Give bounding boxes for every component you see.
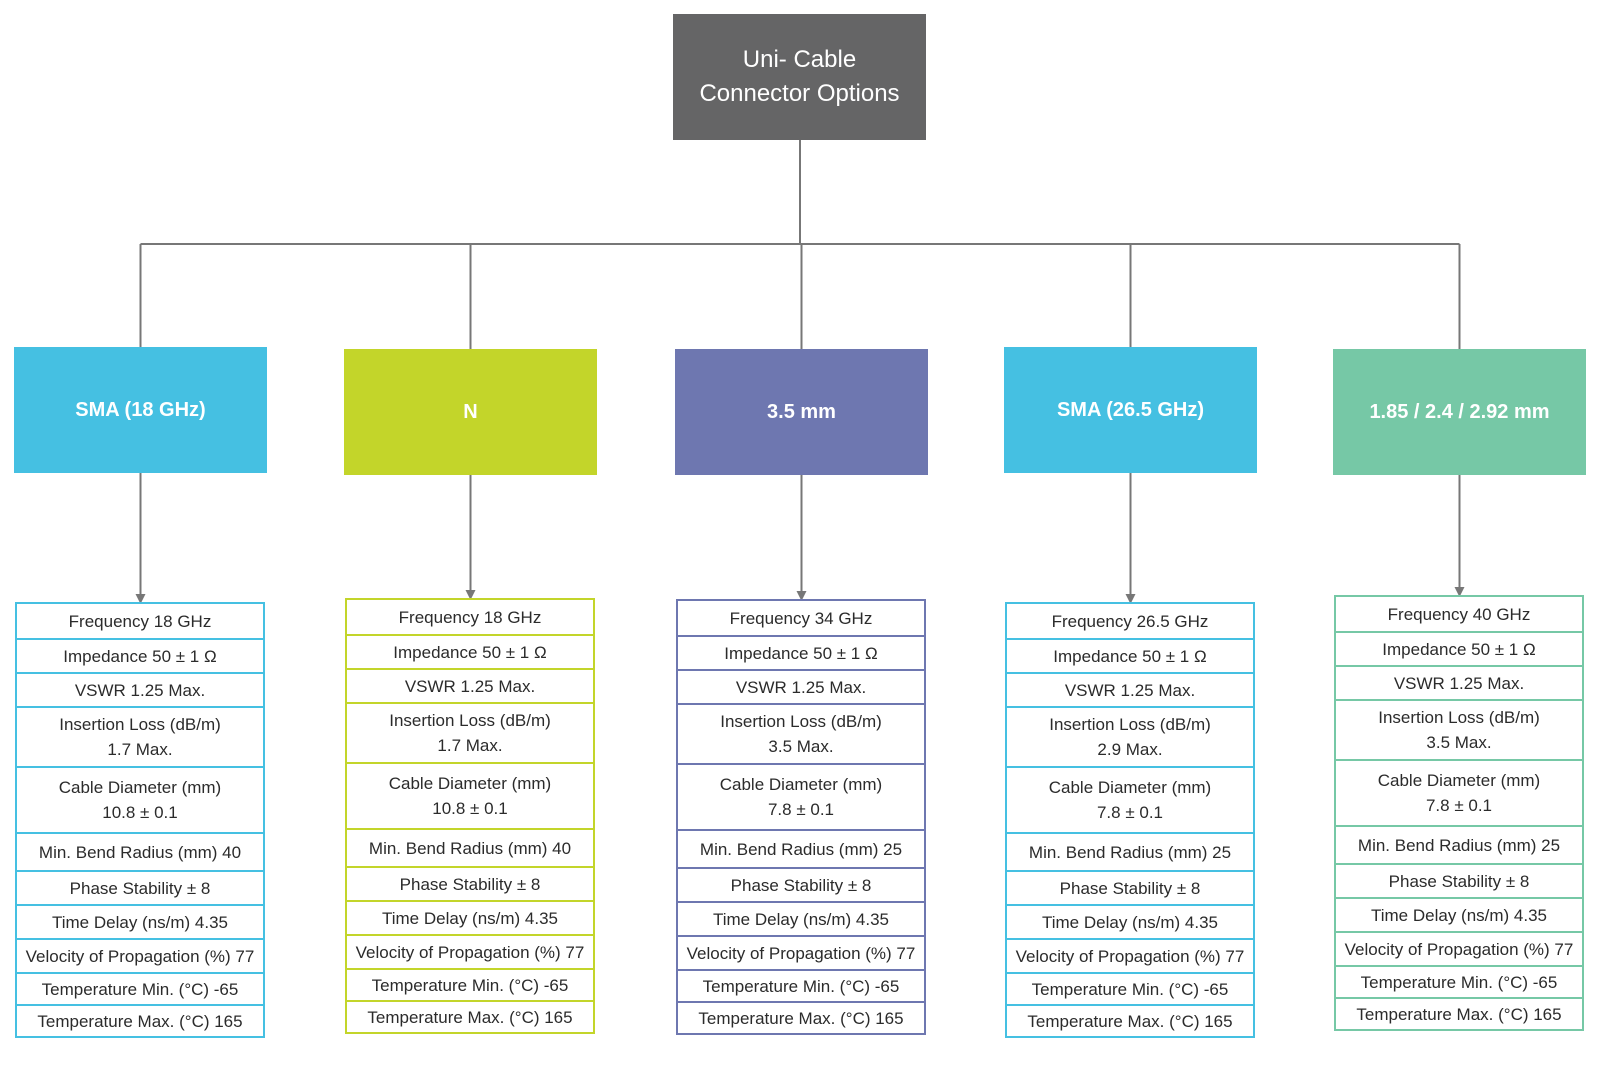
spec-row: VSWR 1.25 Max. [1007,672,1253,706]
spec-row: Impedance 50 ± 1 Ω [17,638,263,672]
spec-row: Cable Diameter (mm) 7.8 ± 0.1 [1336,759,1582,825]
spec-row: Frequency 40 GHz [1387,604,1531,624]
spec-row: Phase Stability ± 8 [347,866,593,900]
spec-row: Velocity of Propagation (%) 77 [347,934,593,968]
connector-label: SMA (18 GHz) [75,398,206,421]
spec-row: Temperature Max. (°C) 165 [1336,997,1582,1029]
connector-node-5: 1.85 / 2.4 / 2.92 mm [1333,349,1586,475]
root-title: Uni- Cable Connector Options [699,46,900,107]
spec-row: Time Delay (ns/m) 4.35 [17,904,263,938]
spec-row: Min. Bend Radius (mm) 25 [1336,825,1582,863]
connector-label: SMA (26.5 GHz) [1056,398,1205,421]
connector-node-2: N [344,349,597,475]
spec-row: Insertion Loss (dB/m) 3.5 Max. [678,703,924,763]
spec-row: Time Delay (ns/m) 4.35 [1007,904,1253,938]
root-node: Uni- Cable Connector Options [673,14,926,140]
spec-row: VSWR 1.25 Max. [1336,665,1582,699]
spec-row: Frequency 34 GHz [729,608,873,628]
spec-row: Impedance 50 ± 1 Ω [1007,638,1253,672]
spec-row: Phase Stability ± 8 [678,867,924,901]
spec-row: Temperature Min. (°C) -65 [678,969,924,1001]
spec-row: Cable Diameter (mm) 7.8 ± 0.1 [1007,766,1253,832]
spec-row: Temperature Max. (°C) 165 [1007,1004,1253,1036]
spec-row: Frequency 18 GHz [68,611,212,631]
connector-label: N [463,400,478,423]
spec-row: Insertion Loss (dB/m) 1.7 Max. [347,702,593,762]
spec-row: Phase Stability ± 8 [1336,863,1582,897]
spec-row: VSWR 1.25 Max. [17,672,263,706]
spec-row: Insertion Loss (dB/m) 2.9 Max. [1007,706,1253,766]
spec-row: VSWR 1.25 Max. [347,668,593,702]
spec-row: Velocity of Propagation (%) 77 [17,938,263,972]
spec-row: Min. Bend Radius (mm) 40 [347,828,593,866]
spec-row: Temperature Min. (°C) -65 [347,968,593,1000]
spec-row: Temperature Min. (°C) -65 [17,972,263,1004]
spec-row: Min. Bend Radius (mm) 25 [1007,832,1253,870]
spec-row: Frequency 18 GHz [398,607,542,627]
spec-row: Time Delay (ns/m) 4.35 [347,900,593,934]
spec-row: Cable Diameter (mm) 10.8 ± 0.1 [347,762,593,828]
spec-row: Min. Bend Radius (mm) 25 [678,829,924,867]
spec-row: Velocity of Propagation (%) 77 [1336,931,1582,965]
connector-node-3: 3.5 mm [675,349,928,475]
spec-row: Cable Diameter (mm) 7.8 ± 0.1 [678,763,924,829]
connector-node-1: SMA (18 GHz) [14,347,267,473]
connector-label: 1.85 / 2.4 / 2.92 mm [1369,400,1550,423]
spec-row: Frequency 26.5 GHz [1051,611,1209,631]
spec-row: Insertion Loss (dB/m) 1.7 Max. [17,706,263,766]
spec-row: Insertion Loss (dB/m) 3.5 Max. [1336,699,1582,759]
spec-row: Temperature Min. (°C) -65 [1007,972,1253,1004]
spec-row: Impedance 50 ± 1 Ω [1336,631,1582,665]
spec-row: Temperature Max. (°C) 165 [678,1001,924,1033]
spec-row: Min. Bend Radius (mm) 40 [17,832,263,870]
spec-row: Temperature Max. (°C) 165 [17,1004,263,1036]
spec-row: Cable Diameter (mm) 10.8 ± 0.1 [17,766,263,832]
spec-row: Impedance 50 ± 1 Ω [678,635,924,669]
spec-row: Impedance 50 ± 1 Ω [347,634,593,668]
spec-row: VSWR 1.25 Max. [678,669,924,703]
spec-row: Temperature Max. (°C) 165 [347,1000,593,1032]
spec-row: Phase Stability ± 8 [17,870,263,904]
connector-node-4: SMA (26.5 GHz) [1004,347,1257,473]
spec-row: Temperature Min. (°C) -65 [1336,965,1582,997]
spec-row: Velocity of Propagation (%) 77 [678,935,924,969]
spec-row: Time Delay (ns/m) 4.35 [678,901,924,935]
connector-label: 3.5 mm [767,400,836,423]
spec-row: Phase Stability ± 8 [1007,870,1253,904]
spec-row: Time Delay (ns/m) 4.35 [1336,897,1582,931]
spec-row: Velocity of Propagation (%) 77 [1007,938,1253,972]
